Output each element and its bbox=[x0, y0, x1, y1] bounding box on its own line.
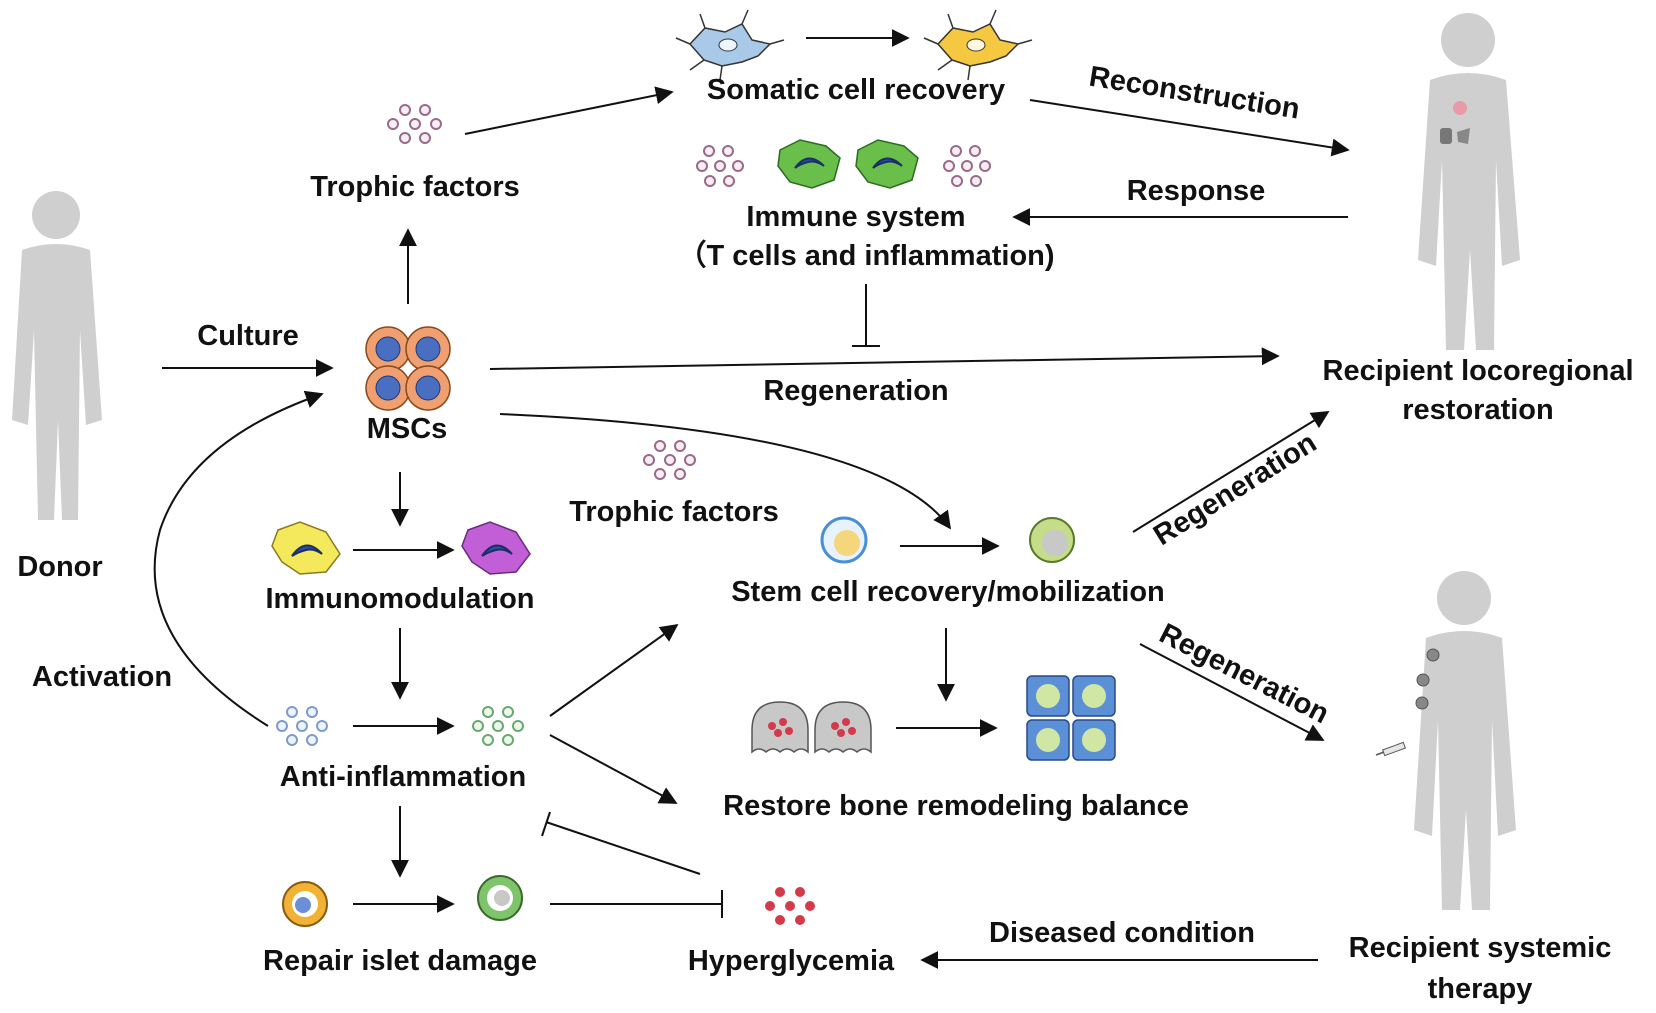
stem-cell-icon bbox=[820, 516, 868, 564]
immune-system-label: Immune system bbox=[746, 201, 965, 233]
recipient-systemic-label: Recipient systemic bbox=[1349, 932, 1612, 964]
stem-cell-icon bbox=[1029, 517, 1075, 563]
trophic-factors-mid-label: Trophic factors bbox=[569, 496, 779, 528]
trophic-factor-dots-icon bbox=[472, 706, 524, 746]
reconstruction-label: Reconstruction bbox=[1087, 61, 1302, 126]
msc-cluster-icon bbox=[365, 326, 451, 411]
osteoclast-icon bbox=[814, 701, 872, 754]
trophic-factor-dots-icon bbox=[276, 706, 328, 746]
macrophage-icon bbox=[271, 521, 341, 575]
anti-inflammation-label: Anti-inflammation bbox=[280, 761, 527, 793]
regeneration-center-label: Regeneration bbox=[763, 375, 948, 407]
immune-cell-icon bbox=[777, 139, 841, 189]
culture-label: Culture bbox=[197, 320, 299, 352]
recipient-locoregional-label: Recipient locoregional bbox=[1323, 355, 1634, 387]
syringe-icon bbox=[1375, 741, 1407, 757]
recipient-systemic-sublabel: therapy bbox=[1428, 973, 1533, 1005]
immune-system-sublabel: （T cells and inflammation) bbox=[677, 239, 1054, 272]
trophic-factors-top-label: Trophic factors bbox=[310, 171, 520, 203]
trophic-factor-dots-icon bbox=[696, 145, 744, 187]
restore-bone-label: Restore bone remodeling balance bbox=[723, 790, 1189, 822]
recipient-locoregional-sublabel: restoration bbox=[1402, 394, 1553, 426]
islet-cell-icon bbox=[477, 875, 523, 921]
stem-cell-recovery-label: Stem cell recovery/mobilization bbox=[731, 576, 1165, 608]
immunomodulation-label: Immunomodulation bbox=[265, 583, 534, 615]
immune-cell-icon bbox=[855, 139, 919, 189]
islet-cell-icon bbox=[282, 881, 328, 927]
mscs-label: MSCs bbox=[367, 413, 448, 445]
activation-label: Activation bbox=[32, 661, 172, 693]
response-label: Response bbox=[1127, 175, 1266, 207]
trophic-factor-dots-icon bbox=[943, 145, 991, 187]
osteoclast-icon bbox=[751, 701, 809, 754]
trophic-factor-dots-icon bbox=[387, 104, 442, 144]
osteoblast-cluster-icon bbox=[1026, 675, 1116, 761]
recipient-systemic-figure-icon bbox=[1414, 571, 1516, 910]
hyperglycemia-label: Hyperglycemia bbox=[688, 945, 895, 977]
repair-islet-label: Repair islet damage bbox=[263, 945, 537, 977]
somatic-cell-icon bbox=[675, 9, 785, 81]
somatic-cell-icon bbox=[923, 9, 1033, 81]
diseased-condition-label: Diseased condition bbox=[989, 917, 1255, 949]
arrows bbox=[153, 29, 1350, 969]
glucose-dots-icon bbox=[765, 887, 815, 925]
regeneration-lower-diag-label: Regeneration bbox=[1154, 618, 1334, 731]
recipient-locoregional-figure-icon bbox=[1418, 13, 1520, 350]
regeneration-upper-diag-label: Regeneration bbox=[1148, 427, 1322, 552]
donor-figure-icon bbox=[12, 191, 102, 520]
trophic-factor-dots-icon bbox=[643, 440, 696, 480]
macrophage-icon bbox=[461, 521, 531, 575]
somatic-cell-recovery-label: Somatic cell recovery bbox=[707, 74, 1005, 106]
donor-label: Donor bbox=[17, 551, 102, 583]
